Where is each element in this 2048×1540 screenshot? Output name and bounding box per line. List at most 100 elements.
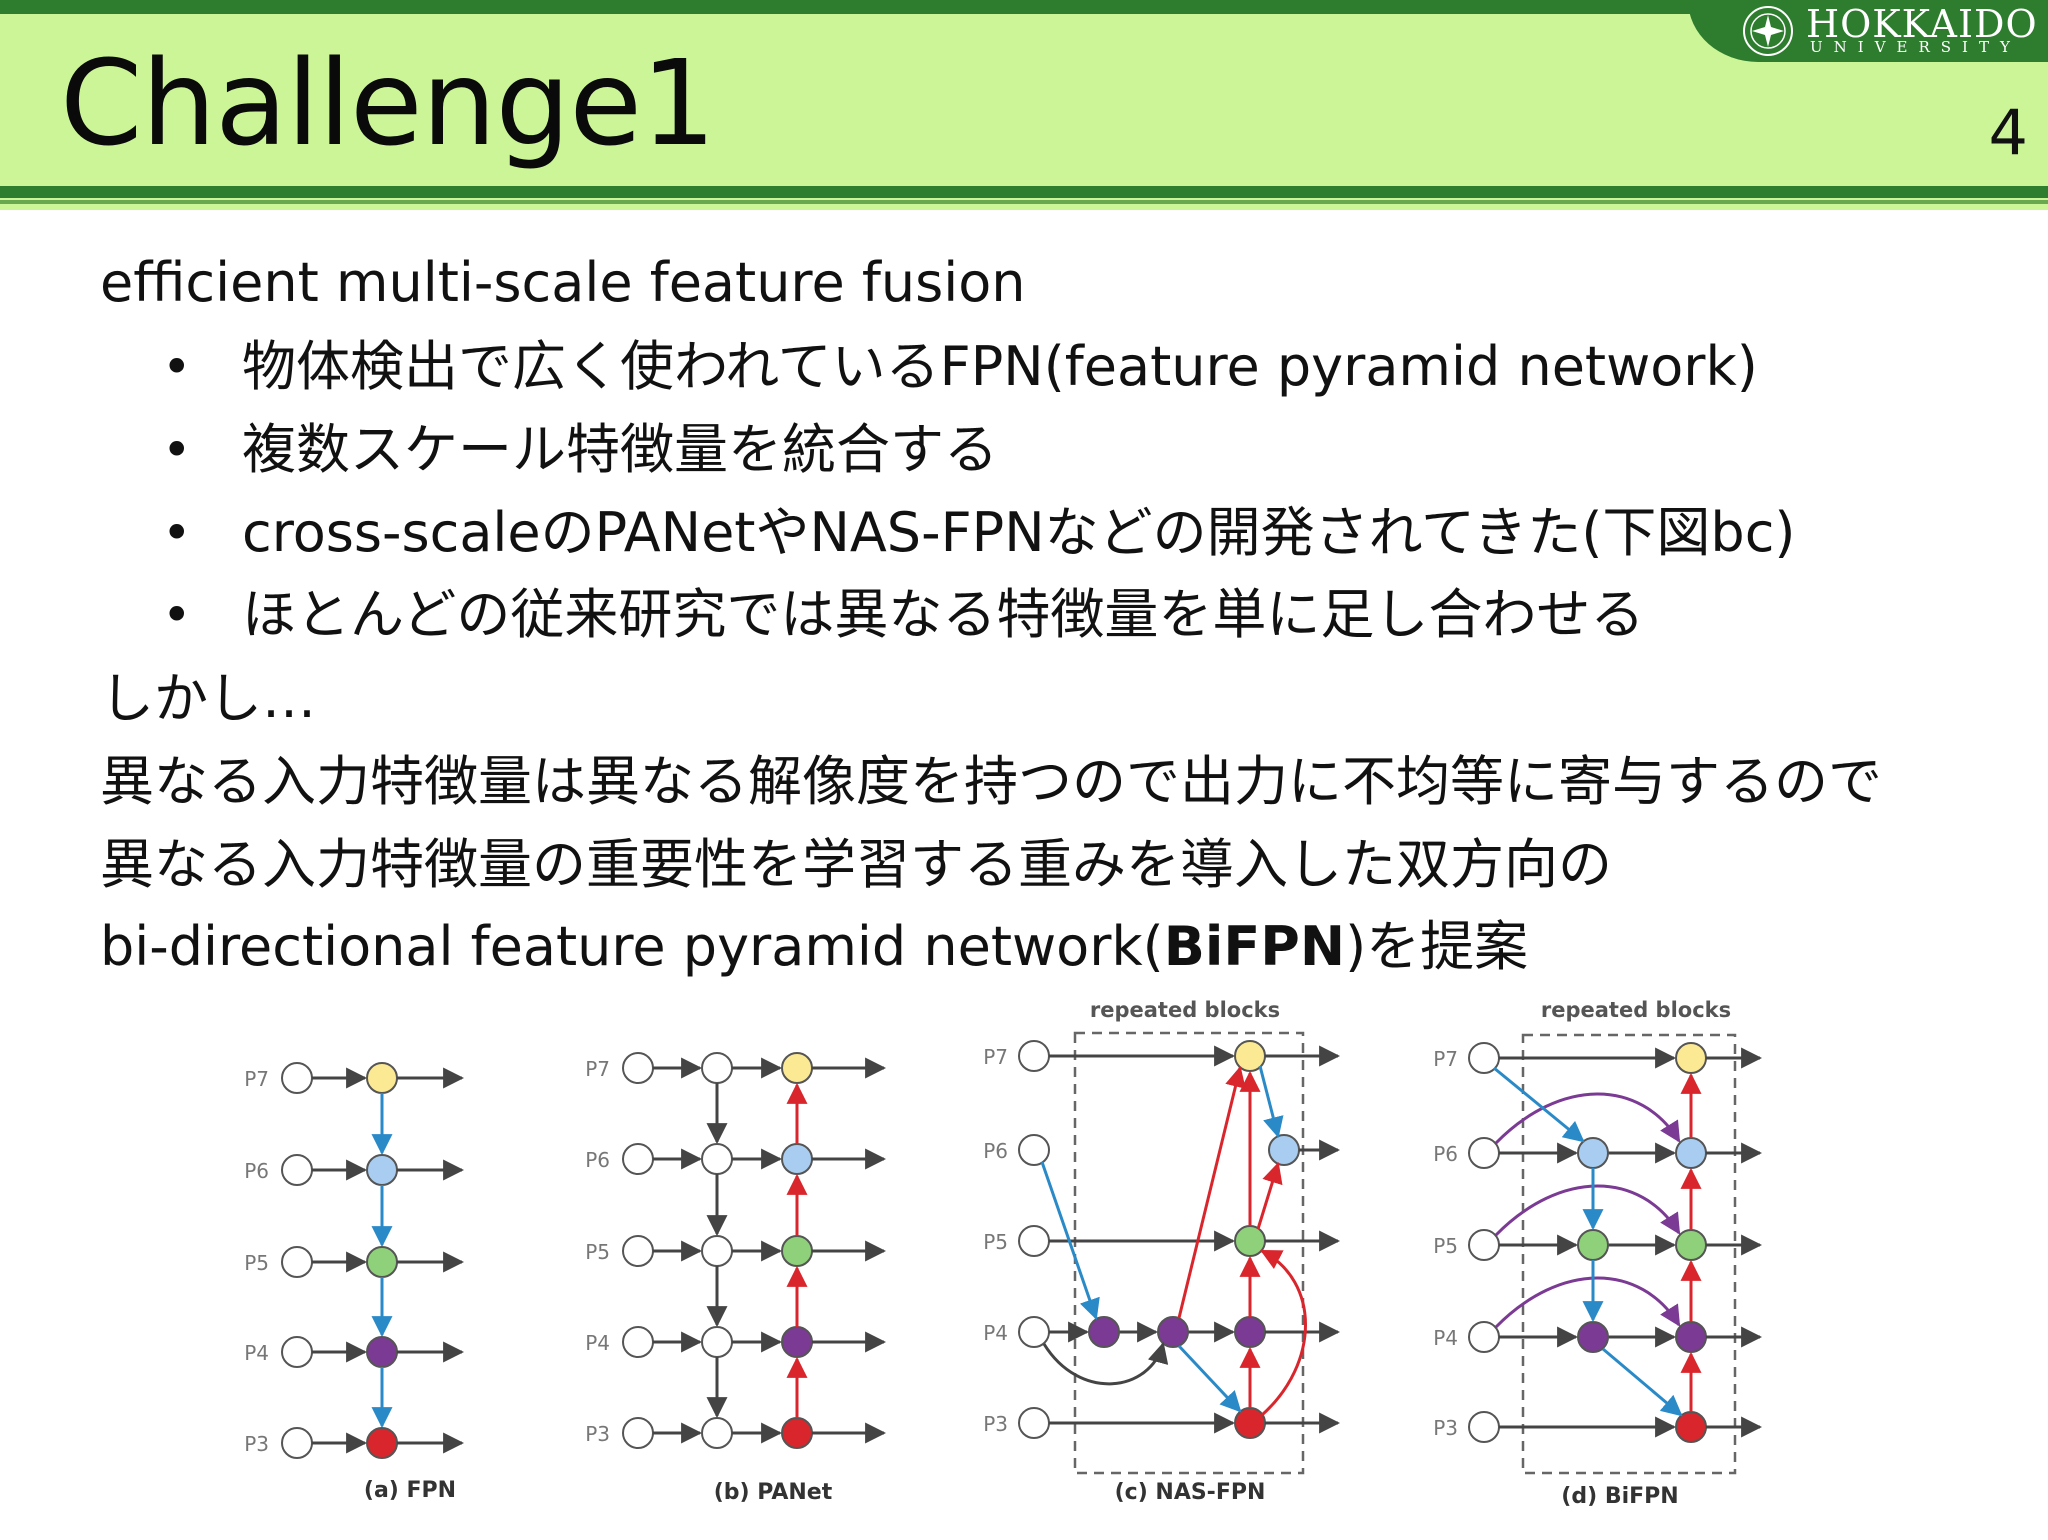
panet-mid-node	[701, 1052, 733, 1084]
body-line-3-text: bi-directional feature pyramid network(	[100, 915, 1164, 978]
bullet-dot: •	[162, 338, 192, 396]
nasfpn-cross-arrow	[1260, 1249, 1307, 1417]
nasfpn-input-node	[1018, 1134, 1050, 1166]
nasfpn-p3-output-node	[1234, 1407, 1266, 1439]
bifpn-output-node	[1675, 1411, 1707, 1443]
bifpn-output-node	[1675, 1229, 1707, 1261]
panel-caption: (c) NAS-FPN	[1115, 1480, 1266, 1505]
nasfpn-cross-arrow	[1177, 1344, 1242, 1413]
nasfpn-cross-arrow	[1040, 1161, 1100, 1320]
nasfpn-cross-arrow	[1042, 1341, 1169, 1386]
nasfpn-p4-output-node	[1234, 1316, 1266, 1348]
body-line-3: bi-directional feature pyramid network(B…	[100, 912, 1528, 982]
nasfpn-p5-output-node	[1234, 1225, 1266, 1257]
university-seal-icon	[1743, 6, 1793, 56]
panet-output-node	[781, 1235, 813, 1267]
panel-caption: (b) PANet	[714, 1480, 833, 1505]
bifpn-skip-arrow	[1494, 1276, 1681, 1329]
nasfpn-level-label: P6	[983, 1139, 1008, 1163]
panet-mid-node	[701, 1326, 733, 1358]
slide-title: Challenge1	[60, 34, 716, 172]
panet-level-label: P7	[585, 1057, 610, 1081]
nasfpn-input-node	[1018, 1407, 1050, 1439]
bifpn-highlight: BiFPN	[1163, 915, 1346, 978]
bifpn-output-node	[1675, 1321, 1707, 1353]
nasfpn-input-node	[1018, 1225, 1050, 1257]
panet-output-node	[781, 1052, 813, 1084]
panet-input-node	[622, 1143, 654, 1175]
logo-subtitle: UNIVERSITY	[1810, 38, 2021, 56]
bifpn-skip-arrow	[1494, 1092, 1681, 1145]
fpn-level-label: P6	[244, 1159, 269, 1183]
panet-mid-node	[701, 1235, 733, 1267]
bifpn-topdown-arrow	[1602, 1347, 1683, 1417]
fpn-input-node	[281, 1062, 313, 1094]
nasfpn-level-label: P3	[983, 1412, 1008, 1436]
panet-input-node	[622, 1235, 654, 1267]
repeated-blocks-label: repeated blocks	[1090, 998, 1280, 1022]
panet-input-node	[622, 1417, 654, 1449]
bifpn-level-label: P5	[1433, 1234, 1458, 1258]
bifpn-topdown-arrow	[1493, 1066, 1585, 1143]
nasfpn-repeated-block-box	[1073, 1031, 1305, 1475]
panet-output-node	[781, 1417, 813, 1449]
fpn-level-label: P7	[244, 1067, 269, 1091]
fpn-output-node	[366, 1427, 398, 1459]
bifpn-level-label: P7	[1433, 1047, 1458, 1071]
bullet-dot: •	[162, 421, 192, 479]
body-heading: efficient multi-scale feature fusion	[100, 251, 1026, 314]
nasfpn-cross-arrow	[1256, 1161, 1283, 1230]
panet-mid-node	[701, 1143, 733, 1175]
bifpn-level-label: P3	[1433, 1416, 1458, 1440]
fpn-level-label: P5	[244, 1251, 269, 1275]
panet-level-label: P4	[585, 1331, 610, 1355]
panet-input-node	[622, 1052, 654, 1084]
bifpn-input-node	[1468, 1411, 1500, 1443]
body-line-1: 異なる入力特徴量は異なる解像度を持つので出力に不均等に寄与するので	[100, 750, 1882, 813]
bullet-item-2: 複数スケール特徴量を統合する	[242, 418, 998, 481]
page-number: 4	[1988, 96, 2028, 169]
bifpn-intermediate-node	[1577, 1321, 1609, 1353]
body-line-3-suffix: )を提案	[1345, 915, 1529, 978]
bifpn-input-node	[1468, 1321, 1500, 1353]
panel-caption: (a) FPN	[364, 1478, 456, 1503]
fpn-level-label: P4	[244, 1341, 269, 1365]
bifpn-input-node	[1468, 1229, 1500, 1261]
university-logo: HOKKAIDO UNIVERSITY	[1688, 0, 2048, 62]
header-divider	[0, 186, 2048, 198]
bifpn-input-node	[1468, 1137, 1500, 1169]
header-divider-accent	[0, 200, 2048, 204]
panet-input-node	[622, 1326, 654, 1358]
fpn-input-node	[281, 1154, 313, 1186]
fpn-input-node	[281, 1336, 313, 1368]
bullet-dot: •	[162, 586, 192, 644]
bifpn-output-node	[1675, 1137, 1707, 1169]
slide-header: HOKKAIDO UNIVERSITY Challenge1 4	[0, 0, 2048, 210]
nasfpn-cross-arrow	[1177, 1065, 1246, 1319]
bullet-item-1: 物体検出で広く使われているFPN(feature pyramid network…	[242, 335, 1758, 398]
fpn-input-node	[281, 1246, 313, 1278]
repeated-blocks-label: repeated blocks	[1541, 998, 1731, 1022]
however-text: しかし…	[100, 667, 316, 730]
fpn-output-node	[366, 1246, 398, 1278]
bifpn-intermediate-node	[1577, 1137, 1609, 1169]
panet-output-node	[781, 1143, 813, 1175]
fpn-output-node	[366, 1336, 398, 1368]
nasfpn-level-label: P7	[983, 1045, 1008, 1069]
fpn-input-node	[281, 1427, 313, 1459]
bifpn-repeated-block-box	[1521, 1033, 1737, 1475]
panet-level-label: P5	[585, 1240, 610, 1264]
bifpn-output-node	[1675, 1042, 1707, 1074]
nasfpn-level-label: P4	[983, 1321, 1008, 1345]
bifpn-intermediate-node	[1577, 1229, 1609, 1261]
nasfpn-cross-arrow	[1258, 1065, 1284, 1139]
nasfpn-input-node	[1018, 1040, 1050, 1072]
bullet-item-4: ほとんどの従来研究では異なる特徴量を単に足し合わせる	[242, 583, 1645, 646]
bifpn-level-label: P4	[1433, 1326, 1458, 1350]
bifpn-skip-arrow	[1494, 1184, 1681, 1237]
nasfpn-input-node	[1018, 1316, 1050, 1348]
header-top-band	[0, 0, 2048, 14]
bullet-item-3: cross-scaleのPANetやNAS-FPNなどの開発されてきた(下図bc…	[242, 501, 1796, 564]
